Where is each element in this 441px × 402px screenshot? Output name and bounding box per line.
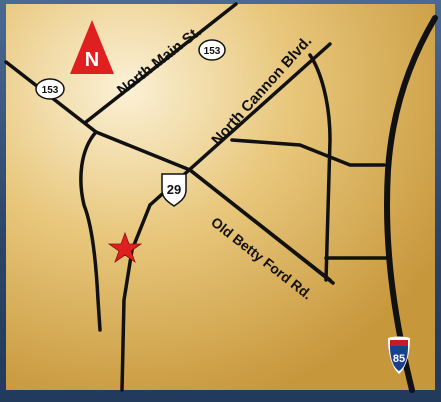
shield-153-left-number: 153 [42, 85, 59, 96]
road-old-betty-ford [188, 168, 335, 285]
road-east-connector [308, 53, 332, 282]
road-interstate-85 [384, 15, 438, 393]
shield-us-29-number: 29 [167, 182, 181, 197]
shield-153-top: 153 [198, 39, 226, 61]
shield-interstate-85-number: 85 [393, 353, 405, 365]
shield-153-left: 153 [35, 78, 65, 100]
shield-interstate-85: 85 [388, 336, 410, 374]
road-north-main-st [84, 2, 238, 124]
shield-us-29: 29 [161, 173, 187, 207]
road-us-29 [120, 203, 152, 392]
shield-153-top-number: 153 [204, 46, 221, 57]
north-label: N [85, 49, 99, 71]
star-icon [107, 231, 143, 264]
road-left-loop [79, 130, 102, 332]
map-background [6, 4, 435, 390]
north-arrow-icon: N [70, 20, 114, 74]
road-cross-street [230, 138, 386, 167]
